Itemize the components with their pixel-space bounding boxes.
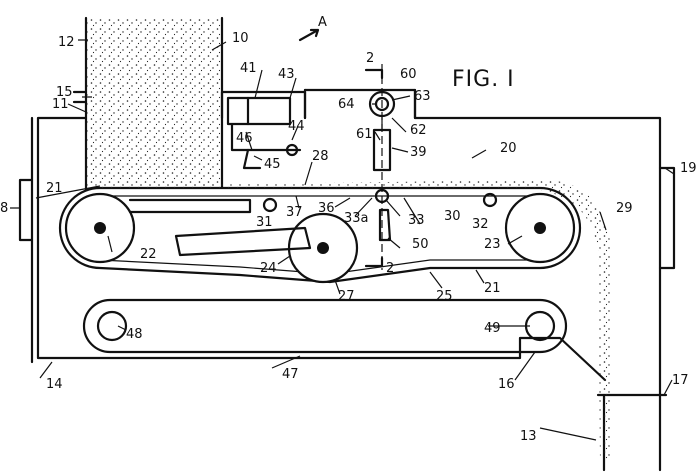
- label-8: 8: [0, 201, 8, 216]
- label-39: 39: [410, 145, 427, 160]
- leader-lines: [10, 39, 675, 441]
- label-46: 46: [236, 131, 253, 146]
- assembly-letter: A: [318, 15, 327, 30]
- label-14: 14: [46, 377, 63, 392]
- main-conveyor: [58, 180, 612, 460]
- label-28: 28: [312, 149, 329, 164]
- hopper: [84, 16, 224, 192]
- assembly-arrow: [298, 28, 320, 42]
- section-line: [364, 64, 384, 270]
- label-19: 19: [680, 161, 697, 176]
- label-48: 48: [126, 327, 143, 342]
- label-21a: 21: [46, 181, 63, 196]
- label-16: 16: [498, 377, 515, 392]
- label-60: 60: [400, 67, 417, 82]
- gate-mechanism: [226, 96, 302, 170]
- label-37: 37: [286, 205, 303, 220]
- figure-title: FIG. I: [452, 67, 515, 92]
- label-47: 47: [282, 367, 299, 382]
- label-24: 24: [260, 261, 277, 276]
- label-22: 22: [140, 247, 157, 262]
- label-15: 15: [56, 85, 73, 100]
- label-49: 49: [484, 321, 501, 336]
- label-27: 27: [338, 289, 355, 304]
- label-29: 29: [616, 201, 633, 216]
- label-63: 63: [414, 89, 431, 104]
- label-12: 12: [58, 35, 75, 50]
- label-61: 61: [356, 127, 373, 142]
- label-62: 62: [410, 123, 427, 138]
- label-41: 41: [240, 61, 257, 76]
- label-43: 43: [278, 67, 295, 82]
- label-45: 45: [264, 157, 281, 172]
- reference-numerals: 8 10 11 12 13 14 15 16 17 19 20 21 21 22…: [0, 31, 697, 444]
- label-21b: 21: [484, 281, 501, 296]
- label-25: 25: [436, 289, 453, 304]
- label-33: 33: [408, 213, 425, 228]
- label-36: 36: [318, 201, 335, 216]
- section-mark-top: 2: [366, 51, 374, 66]
- label-50: 50: [412, 237, 429, 252]
- label-11: 11: [52, 97, 69, 112]
- label-13: 13: [520, 429, 537, 444]
- label-20: 20: [500, 141, 517, 156]
- label-10: 10: [232, 31, 249, 46]
- label-33a: 33a: [344, 211, 369, 226]
- label-31: 31: [256, 215, 273, 230]
- section-mark-bottom: 2: [386, 261, 394, 276]
- label-17: 17: [672, 373, 689, 388]
- label-32: 32: [472, 217, 489, 232]
- label-64: 64: [338, 97, 355, 112]
- label-44: 44: [288, 119, 305, 134]
- label-30: 30: [444, 209, 461, 224]
- label-23: 23: [484, 237, 501, 252]
